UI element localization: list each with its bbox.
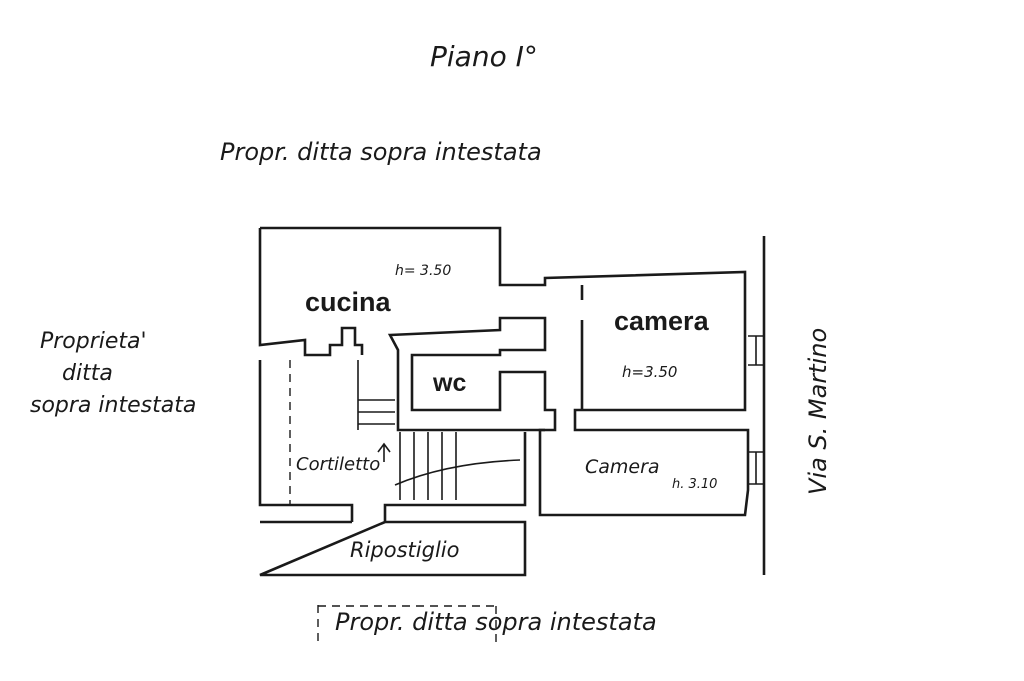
room-label-wc: wc [432, 369, 466, 397]
kitchen-walls [260, 226, 750, 517]
neighbor-left-label-line3: sopra intestata [30, 393, 196, 418]
street-label: Via S. Martino [804, 328, 832, 495]
room-height-camera-large: h=3.50 [622, 363, 677, 381]
window-upper [748, 335, 764, 366]
window-lower [748, 451, 764, 485]
courtyard-stair-top [357, 360, 395, 430]
room-label-camera-small: Camera [585, 456, 660, 478]
floor-title: Piano I° [430, 40, 538, 73]
stair-arrow [377, 442, 391, 462]
room-label-cucina: cucina [305, 287, 392, 317]
room-height-cucina: h= 3.50 [395, 263, 451, 279]
storage-walls [259, 520, 527, 577]
courtyard-stairs [399, 432, 457, 500]
room-label-camera-large: camera [614, 306, 710, 336]
neighbor-left-label-line2: ditta [62, 361, 113, 386]
neighbor-left-label-line1: Proprieta' [40, 329, 147, 354]
neighbor-top-label: Propr. ditta sopra intestata [220, 138, 542, 166]
room-height-camera-small: h. 3.10 [672, 477, 717, 492]
stair-sketch-line [394, 459, 521, 486]
room-label-ripostiglio: Ripostiglio [350, 538, 459, 562]
courtyard-walls [258, 360, 527, 522]
wc-walls [387, 316, 557, 432]
room-label-cortiletto: Cortiletto [296, 454, 380, 475]
bottom-boundary-line [317, 605, 497, 645]
kitchen-left-wall [258, 228, 364, 357]
